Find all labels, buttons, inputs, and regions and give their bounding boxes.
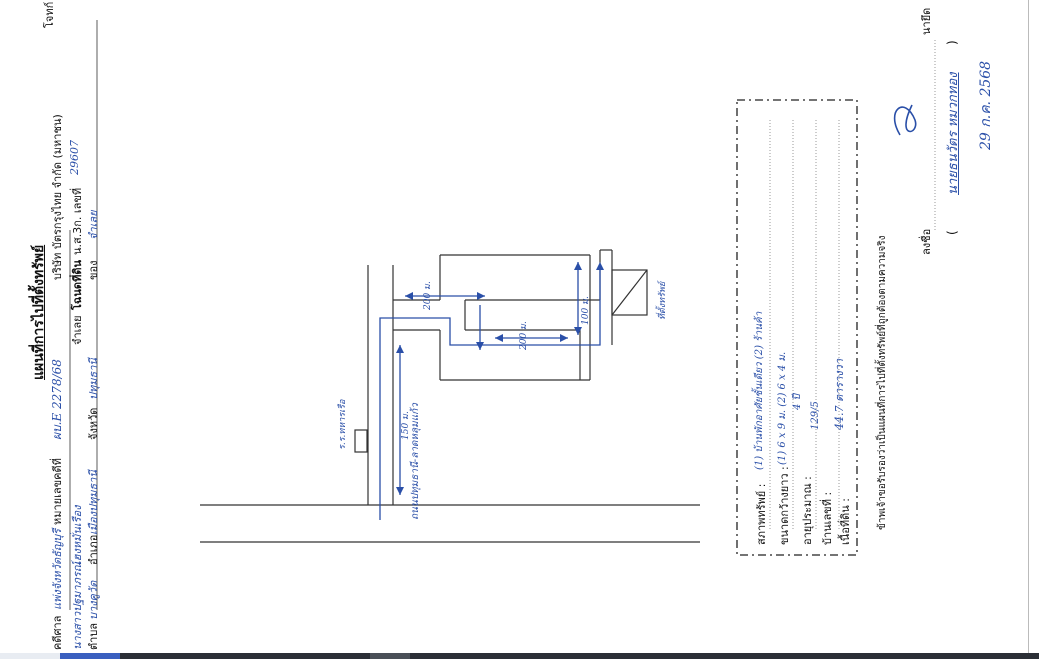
info-box-border [736,99,858,556]
deed-number: 29607 [68,140,81,175]
amphoe-value: เมืองปทุมธานี [87,470,100,535]
size-value: (1) 6 x 9 ม. (2) 6 x 4 ม. [777,351,788,465]
route-path [379,265,601,520]
sign-date: 29 ก.ค. 2568 [978,60,994,150]
house-no-value: 129/5 [810,401,821,430]
province-label: จังหวัด [87,407,100,440]
map-landmark-label: ร.ร.ทหารเรือ [338,399,348,450]
map-property-label: ที่ตั้งทรัพย์ [658,281,668,320]
map-dist-3: 200 ม. [519,321,529,350]
map-dist-1: 150 ม. [401,411,411,440]
signer-name: นายธนวัตร หมวกทอง [946,72,961,195]
house-no-label: บ้านเลขที่ : [821,491,834,545]
case-value: แพ่งจังหวัดธัญบุรี [51,528,64,610]
viewer-bottom-strip [0,653,1039,659]
of-value: จำเลย [87,210,100,240]
black-no-label: หมายเลขคดีที่ [51,458,64,525]
case-label: คดีศาล [51,615,64,650]
age-value: 4 ปี [792,394,803,410]
area-label: เนื้อที่ดิน : [839,497,852,545]
map-dist-2: 200 ม. [423,281,433,310]
of-label: ของ [87,260,100,281]
open-paren: ( [945,230,959,235]
defendant-label: จำเลย [71,315,84,345]
tambon-label: ตำบล [87,622,100,650]
map-dist-4: 100 ม. [581,296,591,325]
tambon-value: บางคูวัด [87,580,100,620]
certify-text: ข้าพเจ้าขอรับรองว่าเป็นแผนที่การไปที่ตั้… [877,235,888,530]
black-no-value: ผบ.E 2278/68 [50,359,64,440]
asset-value: (1) บ้านพักอาศัยชั้นเดียว (2) ร้านค้า [754,311,765,470]
signature-mark [893,104,917,136]
province-value: ปทุมธานี [87,358,100,400]
size-label: ขนาดกว้างยาว : [778,466,791,545]
asset-label: สภาพทรัพย์ : [755,483,768,545]
sign-role: นายึด [920,7,933,35]
sign-label: ลงชื่อ [920,228,933,255]
area-value: 44.7 ตารางวา [833,358,846,430]
close-paren: ) [945,40,959,45]
plaintiff-name: บริษัท บัตรกรุงไทย จำกัด (มหาชน) [51,114,64,280]
document-title: แผนที่การไปที่ตั้งทรัพย์ [31,244,47,380]
age-label: อายุประมาณ : [801,476,814,545]
page-edge [1028,0,1029,653]
amphoe-label: อำเภอ [87,534,100,565]
header-right-cut: โจทก์ [43,1,56,28]
